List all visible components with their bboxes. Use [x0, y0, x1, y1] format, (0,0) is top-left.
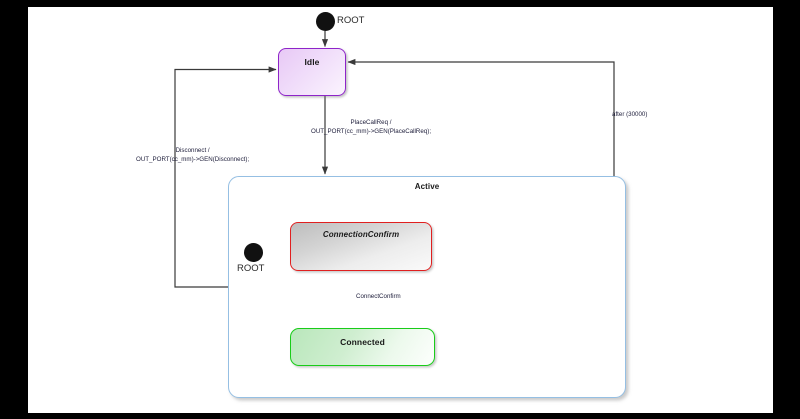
state-connected[interactable]: Connected: [290, 328, 435, 366]
diagram-canvas: Active Idle ConnectionConfirm Connected …: [28, 7, 773, 413]
edge-label-disconnect-effect: OUT_PORT(cc_mm)->GEN(Disconnect);: [136, 155, 250, 163]
initial-state-node-active[interactable]: [244, 243, 263, 262]
initial-state-top-label: ROOT: [337, 15, 365, 26]
state-idle[interactable]: Idle: [278, 48, 346, 96]
state-connection-confirm[interactable]: ConnectionConfirm: [290, 222, 432, 271]
initial-state-node-top[interactable]: [316, 12, 335, 31]
state-machine-diagram: Active Idle ConnectionConfirm Connected …: [28, 7, 773, 413]
edge-label-connect-confirm: ConnectConfirm: [356, 293, 401, 300]
edge-label-disconnect-trigger: Disconnect /: [175, 147, 210, 154]
edge-label-place-call-req: PlaceCallReq / OUT_PORT(cc_mm)->GEN(Plac…: [311, 119, 431, 137]
state-active-label: Active: [414, 182, 440, 191]
state-connected-label: Connected: [340, 337, 385, 347]
state-connection-confirm-label: ConnectionConfirm: [322, 230, 400, 239]
edge-label-after-timeout: after (30000): [612, 111, 648, 118]
edge-label-place-call-req-effect: OUT_PORT(cc_mm)->GEN(PlaceCallReq);: [311, 127, 432, 135]
edge-label-disconnect: Disconnect / OUT_PORT(cc_mm)->GEN(Discon…: [136, 147, 249, 165]
state-idle-label: Idle: [304, 57, 320, 67]
initial-state-active-label: ROOT: [237, 263, 265, 274]
edge-label-place-call-req-trigger: PlaceCallReq /: [350, 119, 392, 126]
